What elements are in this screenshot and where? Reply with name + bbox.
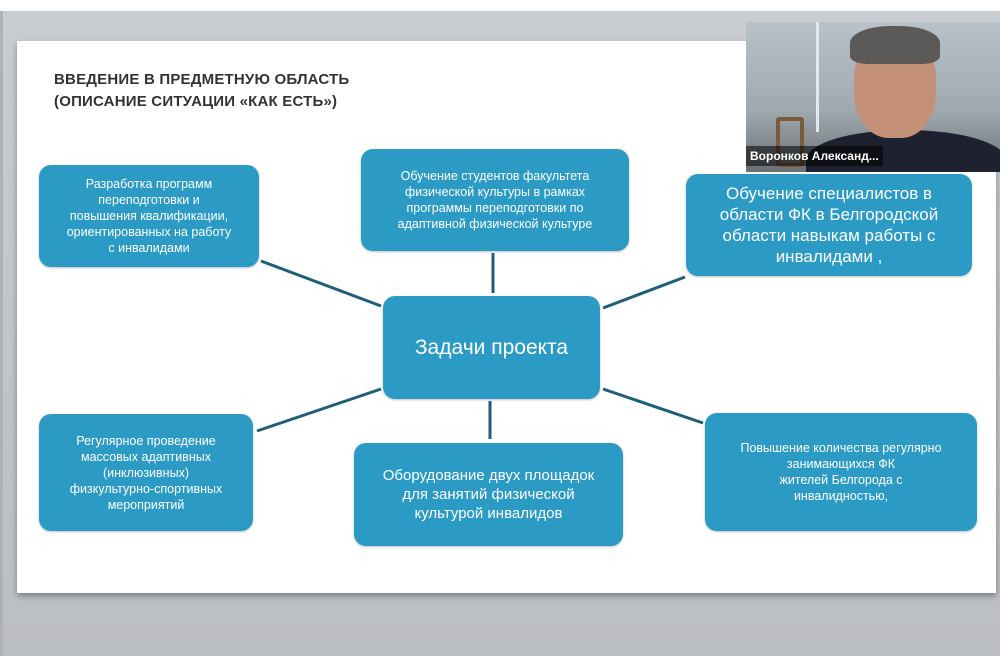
- connector-6: [602, 387, 704, 425]
- task-box-2: Обучение студентов факультета физической…: [361, 149, 629, 251]
- connectors: [256, 253, 704, 439]
- connector-1: [260, 259, 382, 308]
- video-background: [816, 22, 819, 132]
- participant-hair: [850, 26, 940, 64]
- title-line-1: ВВЕДЕНИЕ В ПРЕДМЕТНУЮ ОБЛАСТЬ: [54, 71, 350, 88]
- slide-title: ВВЕДЕНИЕ В ПРЕДМЕТНУЮ ОБЛАСТЬ (ОПИСАНИЕ …: [54, 69, 349, 113]
- task-box-6: Повышение количества регулярно занимающи…: [705, 413, 977, 531]
- center-box: Задачи проекта: [383, 296, 600, 399]
- participant-name: Воронков Александ...: [746, 146, 883, 166]
- participant-video[interactable]: Воронков Александ...: [746, 22, 1000, 172]
- task-box-4: Регулярное проведение массовых адаптивны…: [39, 414, 253, 531]
- connector-3: [602, 275, 686, 310]
- task-box-1: Разработка программ переподготовки и пов…: [39, 165, 259, 267]
- connector-4: [256, 387, 382, 433]
- task-box-3: Обучение специалистов в области ФК в Бел…: [686, 174, 972, 276]
- task-box-5: Оборудование двух площадок для занятий ф…: [354, 443, 623, 546]
- title-line-2: (ОПИСАНИЕ СИТУАЦИИ «КАК ЕСТЬ»): [54, 93, 338, 110]
